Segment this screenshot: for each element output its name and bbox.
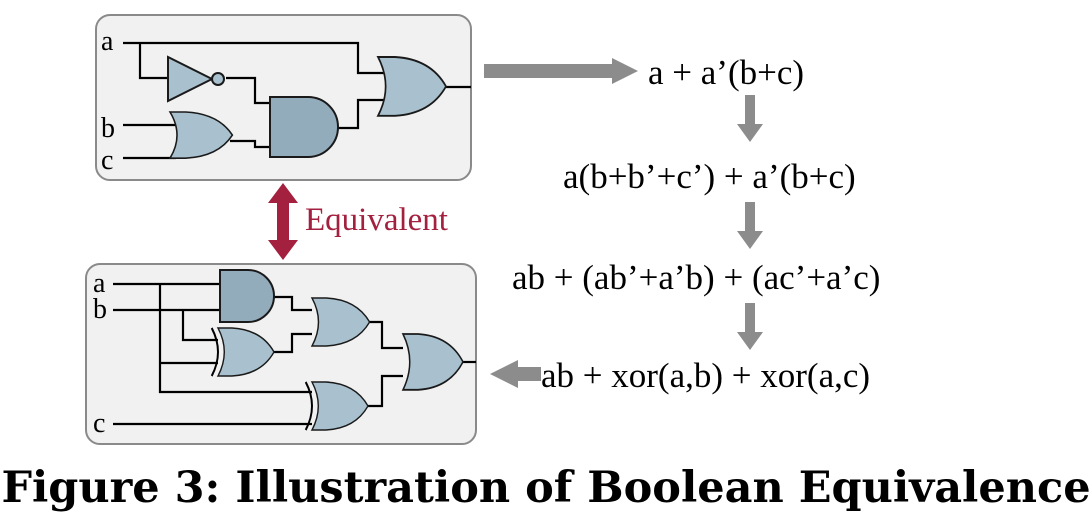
top-circuit-wires	[123, 41, 471, 160]
figure-caption: Figure 3: Illustration of Boolean Equiva…	[1, 463, 1090, 513]
expression-1: a + a’(b+c)	[648, 53, 804, 92]
expression-3: ab + (ab’+a’b) + (ac’+a’c)	[512, 258, 880, 297]
bottom-circuit-wires	[113, 282, 476, 426]
bottom-input-b-label: b	[93, 294, 107, 325]
double-arrow-icon	[268, 183, 298, 260]
top-input-a-label: a	[101, 26, 114, 57]
top-input-c-label: c	[101, 145, 113, 176]
not-gate	[167, 55, 225, 103]
bottom-input-c-label: c	[93, 408, 105, 439]
bottom-circuit: a b c	[85, 263, 477, 445]
expression-2: a(b+b’+c’) + a’(b+c)	[563, 157, 856, 196]
expression-4: ab + xor(a,b) + xor(a,c)	[541, 356, 870, 395]
down-arrow-icon	[737, 303, 763, 350]
top-circuit: a b c	[95, 14, 472, 181]
bottom-input-a-label: a	[93, 268, 106, 299]
down-arrow-icon	[737, 95, 763, 142]
top-input-b-label: b	[101, 113, 115, 144]
equivalence-indicator: Equivalent	[268, 183, 448, 260]
right-arrow-icon	[484, 58, 638, 84]
down-arrow-icon	[737, 202, 763, 249]
left-arrow-icon	[490, 360, 541, 388]
and-gate	[269, 96, 339, 158]
equivalent-label: Equivalent	[305, 202, 448, 238]
and-gate-ab	[219, 269, 275, 323]
derivation-arrows	[484, 58, 763, 388]
